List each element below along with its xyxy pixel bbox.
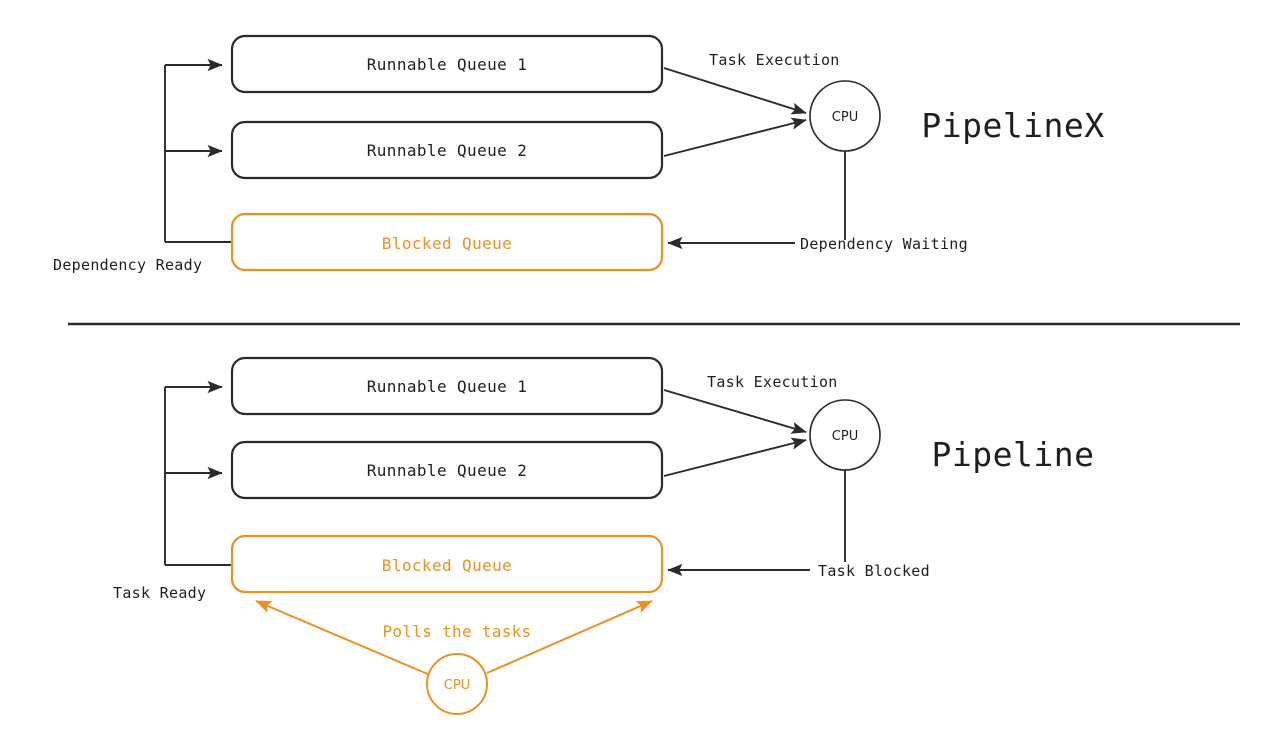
queue-box-label: Runnable Queue 2 — [367, 461, 528, 480]
queue-box-runnable-2-pipelinex[interactable]: Runnable Queue 2 — [230, 120, 664, 180]
queue-box-label: Runnable Queue 2 — [367, 141, 528, 160]
queue-box-outline — [230, 440, 664, 500]
queue-box-outline — [230, 534, 664, 594]
section-pipelinex: Dependency Ready Runnable Queue 1 Runnab… — [53, 34, 1104, 274]
edge-label-dependency-waiting: Dependency Waiting — [800, 235, 968, 253]
cpu-node-pipeline[interactable]: CPU — [809, 399, 881, 471]
queue-box-runnable-1-pipelinex[interactable]: Runnable Queue 1 — [230, 34, 664, 94]
edge-label-polls-the-tasks: Polls the tasks — [383, 622, 532, 641]
blocking-edge-pipeline — [667, 470, 846, 577]
queue-box-label: Blocked Queue — [382, 234, 512, 253]
section-title-pipelinex: PipelineX — [921, 106, 1104, 145]
edge-label-dependency-ready: Dependency Ready — [53, 256, 202, 274]
edge-label-task-execution: Task Execution — [709, 51, 840, 69]
queue-box-runnable-1-pipeline[interactable]: Runnable Queue 1 — [230, 356, 664, 416]
queue-box-blocked-pipeline[interactable]: Blocked Queue — [230, 534, 664, 594]
cpu-label: CPU — [832, 110, 858, 125]
queue-box-outline — [230, 212, 664, 272]
edge-label-task-ready: Task Ready — [113, 584, 206, 602]
queue-box-outline — [230, 356, 664, 416]
edge-label-task-execution: Task Execution — [707, 373, 838, 391]
queue-box-label: Runnable Queue 1 — [367, 55, 528, 74]
queue-box-label: Blocked Queue — [382, 556, 512, 575]
blocking-edge-pipelinex — [667, 151, 846, 250]
execution-edges-pipeline — [663, 389, 807, 477]
queue-box-outline — [230, 34, 664, 94]
queue-box-label: Runnable Queue 1 — [367, 377, 528, 396]
cpu-circle — [426, 653, 488, 715]
cpu-label: CPU — [444, 678, 470, 693]
cpu-label: CPU — [832, 429, 858, 444]
fanin-connector-pipelinex — [164, 58, 232, 243]
fanin-connector-pipeline — [164, 380, 232, 566]
cpu-node-pipelinex[interactable]: CPU — [809, 80, 881, 152]
queue-box-blocked-pipelinex[interactable]: Blocked Queue — [230, 212, 664, 272]
queue-box-runnable-2-pipeline[interactable]: Runnable Queue 2 — [230, 440, 664, 500]
execution-edges-pipelinex — [663, 67, 807, 157]
polling-edges-pipeline — [255, 600, 653, 676]
section-title-pipeline: Pipeline — [932, 435, 1095, 474]
edge-label-task-blocked: Task Blocked — [818, 562, 930, 580]
section-pipeline: Task Ready Runnable Queue 1 Runnable Que… — [113, 356, 1095, 715]
queue-box-outline — [230, 120, 664, 180]
poller-cpu-node-pipeline[interactable]: CPU — [426, 653, 488, 715]
